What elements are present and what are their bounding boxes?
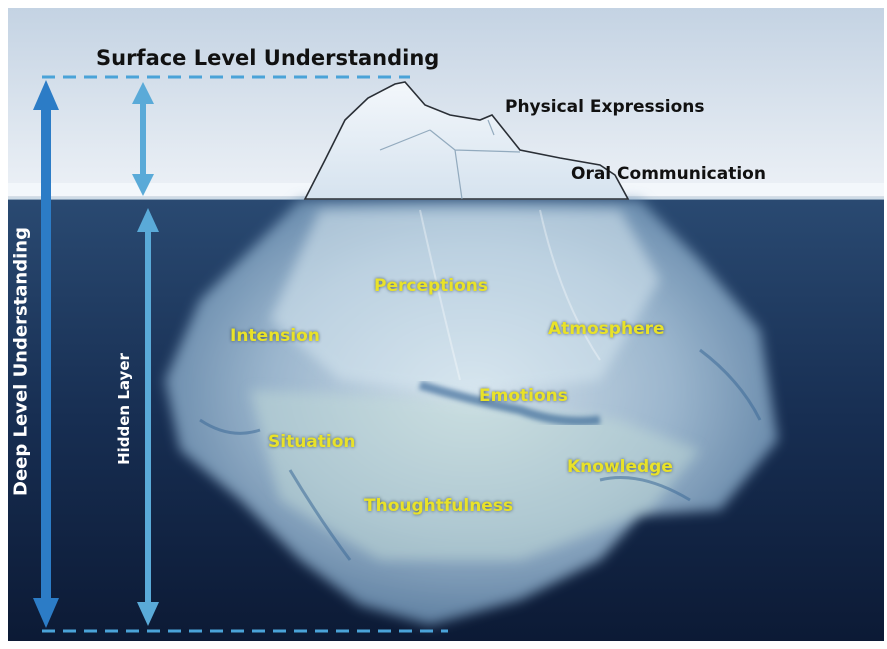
submerged-iceberg	[165, 200, 778, 625]
deep-level-arrow	[33, 80, 59, 628]
hidden-layer-arrow	[137, 208, 159, 626]
label-situation: Situation	[268, 432, 356, 452]
label-deep-level-understanding: Deep Level Understanding	[10, 227, 32, 496]
label-oral-communication: Oral Communication	[571, 164, 766, 184]
surface-level-arrow	[132, 82, 154, 196]
iceberg-tip	[303, 81, 630, 200]
label-perceptions: Perceptions	[374, 276, 489, 296]
label-hidden-layer: Hidden Layer	[115, 353, 133, 465]
label-intension: Intension	[230, 326, 320, 346]
diagram-title: Surface Level Understanding	[96, 46, 440, 70]
label-knowledge: Knowledge	[567, 457, 673, 477]
label-atmosphere: Atmosphere	[548, 319, 665, 339]
label-emotions: Emotions	[479, 386, 568, 406]
label-thoughtfulness: Thoughtfulness	[364, 496, 514, 516]
label-physical-expressions: Physical Expressions	[505, 97, 705, 117]
